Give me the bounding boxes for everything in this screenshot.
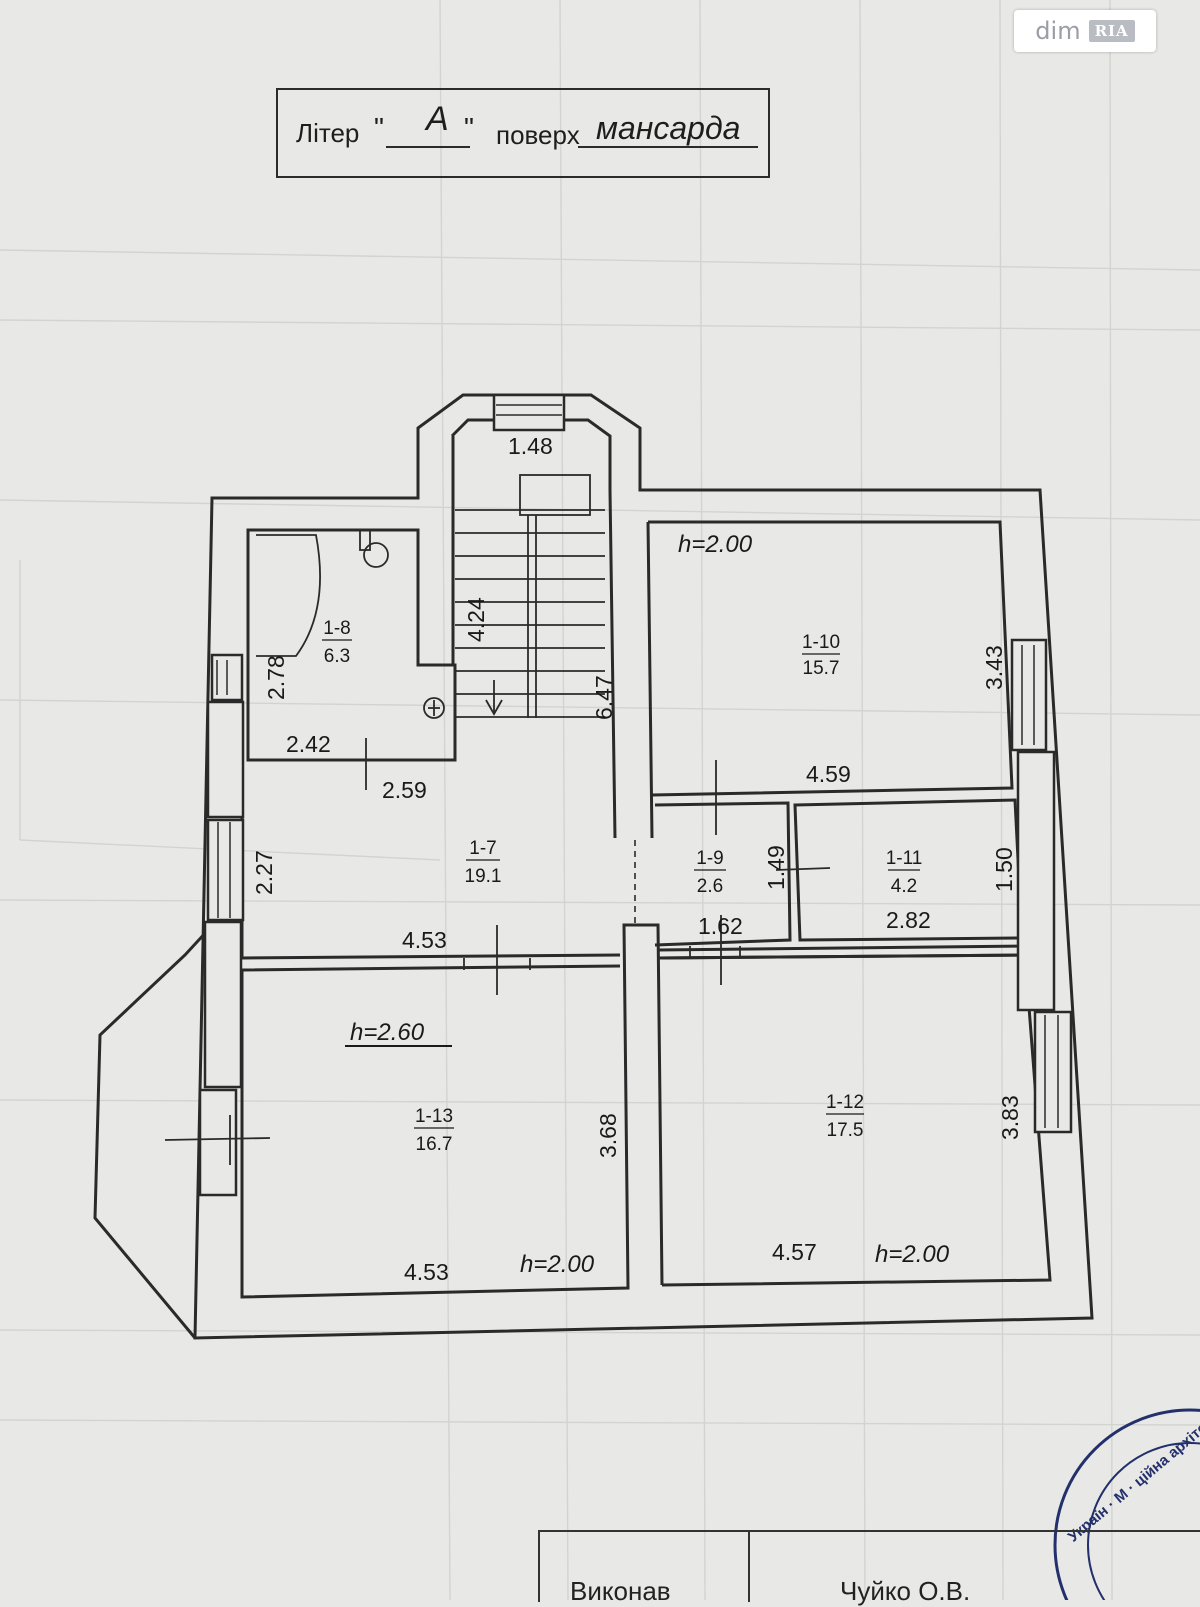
liter-value: А [426,100,449,138]
dim-r113-bottom: 4.53 [404,1259,449,1285]
stair-divider-wall [608,489,617,839]
dim-r112-bottom: 4.57 [772,1239,817,1265]
floor-label: поверх [496,120,580,150]
room-1-10-wall [648,520,1014,797]
stamp-text: Україн · М · ційна архітектурно · УКРА [1065,1354,1200,1546]
room-1-8-id: 1-8 [323,618,350,639]
room-1-13-area: 16.7 [416,1134,453,1155]
room-1-11-id: 1-11 [886,848,923,869]
room-1-13-wall [240,923,664,1299]
dim-r113-right: 3.68 [595,1113,621,1158]
partition-wall [241,953,621,972]
dim-r18-bottom: 2.42 [286,731,331,757]
dim-r19-bottom: 1.62 [698,913,743,939]
room-1-13-id: 1-13 [415,1106,453,1127]
dim-stair-width: 4.24 [463,597,489,642]
room-1-9-area: 2.6 [697,876,723,897]
dim-r18-height: 2.78 [263,655,289,700]
title-block-divider [748,1532,750,1602]
dim-r17-left: 2.27 [251,850,277,895]
room-1-10-id: 1-10 [802,632,840,653]
dim-r17-top: 2.59 [382,777,427,803]
window-left-2 [206,700,245,819]
window-top [492,393,566,432]
executor-name: Чуйко О.В. [840,1576,971,1606]
liter-label: Літер [296,118,360,148]
room-1-12-id: 1-12 [826,1092,864,1113]
dim-r112-right: 3.83 [997,1095,1023,1140]
dim-r110-bottom: 4.59 [806,761,851,787]
title-block: Виконав Чуйко О.В. [538,1530,1200,1606]
room-1-12-area: 17.5 [827,1120,864,1141]
stair-landing [519,474,591,516]
floor-underline [578,146,758,148]
floor-value: мансарда [596,110,741,146]
watermark-brand: dim [1035,17,1081,45]
dim-stair-top: 1.48 [508,433,553,459]
window-left-4 [203,920,243,1089]
window-right-1 [1010,638,1048,752]
annex-wall [93,928,210,1339]
stair-inner-wall [450,418,612,490]
height-room-1-13-upper: h=2.60 [350,1019,425,1046]
executor-label: Виконав [570,1576,671,1606]
sink-fixture [423,697,445,719]
liter-underline [386,146,470,148]
room-1-7-id: 1-7 [469,838,496,859]
liter-open-quote: " [374,112,384,143]
watermark-badge: RIA [1088,20,1135,42]
room-1-7-area: 19.1 [465,866,502,887]
dim-r19-height: 1.49 [763,845,789,890]
dim-r17-bottom: 4.53 [402,927,447,953]
height-room-1-12: h=2.00 [875,1241,950,1268]
room-1-8-wall [246,528,457,762]
dim-r111-right: 1.50 [991,847,1017,892]
window-left-5 [198,1088,238,1197]
outer-wall [193,393,1094,1340]
room-1-9-id: 1-9 [696,848,723,869]
watermark-logo: dim RIA [1014,10,1156,52]
room-1-9-wall [654,801,792,947]
room-1-10-area: 15.7 [803,658,840,679]
height-room-1-13-lower: h=2.00 [520,1251,595,1278]
plan-header: Літер " А " поверх мансарда [276,88,770,178]
wc-tank [359,529,371,551]
room-1-11-area: 4.2 [891,876,917,897]
room-1-8-area: 6.3 [324,646,350,667]
wc-fixture [363,542,389,568]
dim-stair-length: 6.47 [591,675,617,720]
window-right-2 [1016,750,1056,1012]
dim-r111-bottom: 2.82 [886,907,931,933]
door-swing-1-8 [256,534,321,657]
window-left-3 [206,818,245,922]
dim-r110-right: 3.43 [981,645,1007,690]
stair-divider-wall-inner [646,521,654,839]
window-right-3 [1033,1010,1073,1134]
liter-close-quote: " [464,112,474,143]
height-room-1-10: h=2.00 [678,531,753,558]
